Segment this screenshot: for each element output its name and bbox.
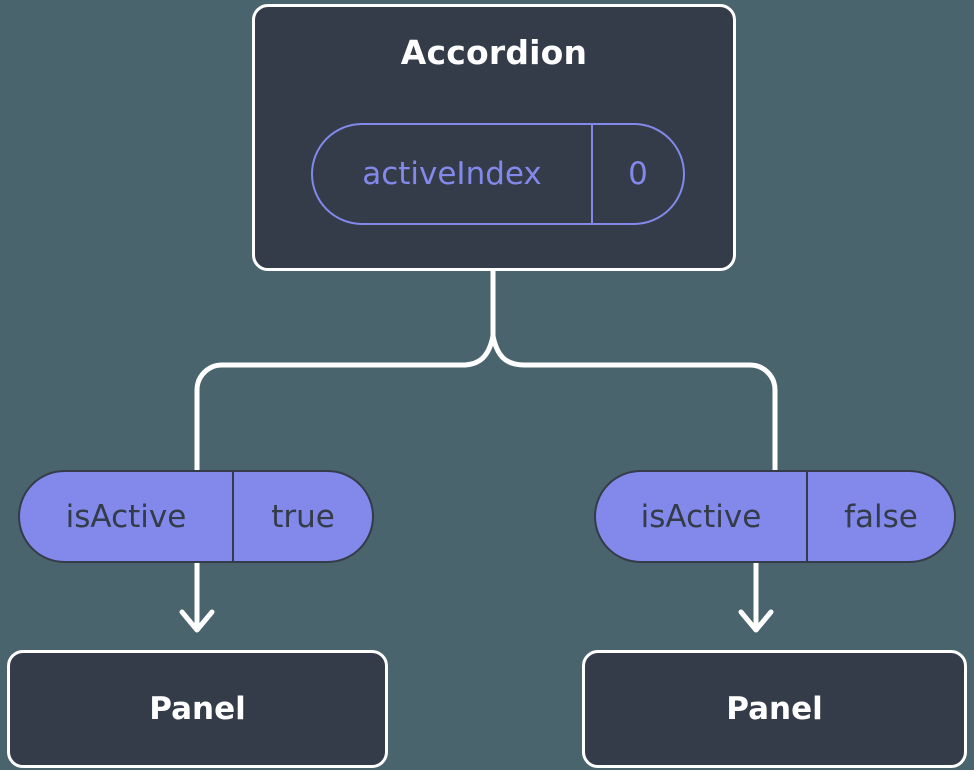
panel-node-right[interactable]: Panel (582, 650, 967, 768)
state-pill-key-cell: activeIndex (313, 125, 593, 223)
accordion-state-pill[interactable]: activeIndex 0 (311, 123, 685, 225)
panel-node-left[interactable]: Panel (7, 650, 388, 768)
connector-branch-left (194, 333, 496, 473)
accordion-node-title: Accordion (400, 33, 588, 72)
state-pill-value-label: 0 (628, 156, 648, 192)
panel-node-right-title: Panel (726, 691, 823, 727)
state-pill-key-label: activeIndex (362, 156, 542, 192)
prop-pill-right[interactable]: isActive false (594, 470, 956, 563)
prop-pill-right-key-label: isActive (640, 498, 762, 535)
prop-pill-right-value-label: false (844, 498, 918, 535)
prop-pill-left-value-label: true (271, 498, 335, 535)
prop-pill-left-value-cell: true (234, 472, 372, 561)
prop-pill-right-key-cell: isActive (596, 472, 808, 561)
state-pill-value-cell: 0 (593, 125, 683, 223)
prop-pill-right-value-cell: false (808, 472, 954, 561)
arrow-left-pill-to-panel (179, 563, 215, 633)
prop-pill-left-key-label: isActive (65, 498, 187, 535)
prop-pill-left[interactable]: isActive true (18, 470, 374, 563)
panel-node-left-title: Panel (149, 691, 246, 727)
accordion-node[interactable]: Accordion activeIndex 0 (252, 4, 736, 271)
arrow-right-pill-to-panel (738, 563, 774, 633)
prop-pill-left-key-cell: isActive (20, 472, 234, 561)
connector-branch-right (490, 333, 778, 473)
